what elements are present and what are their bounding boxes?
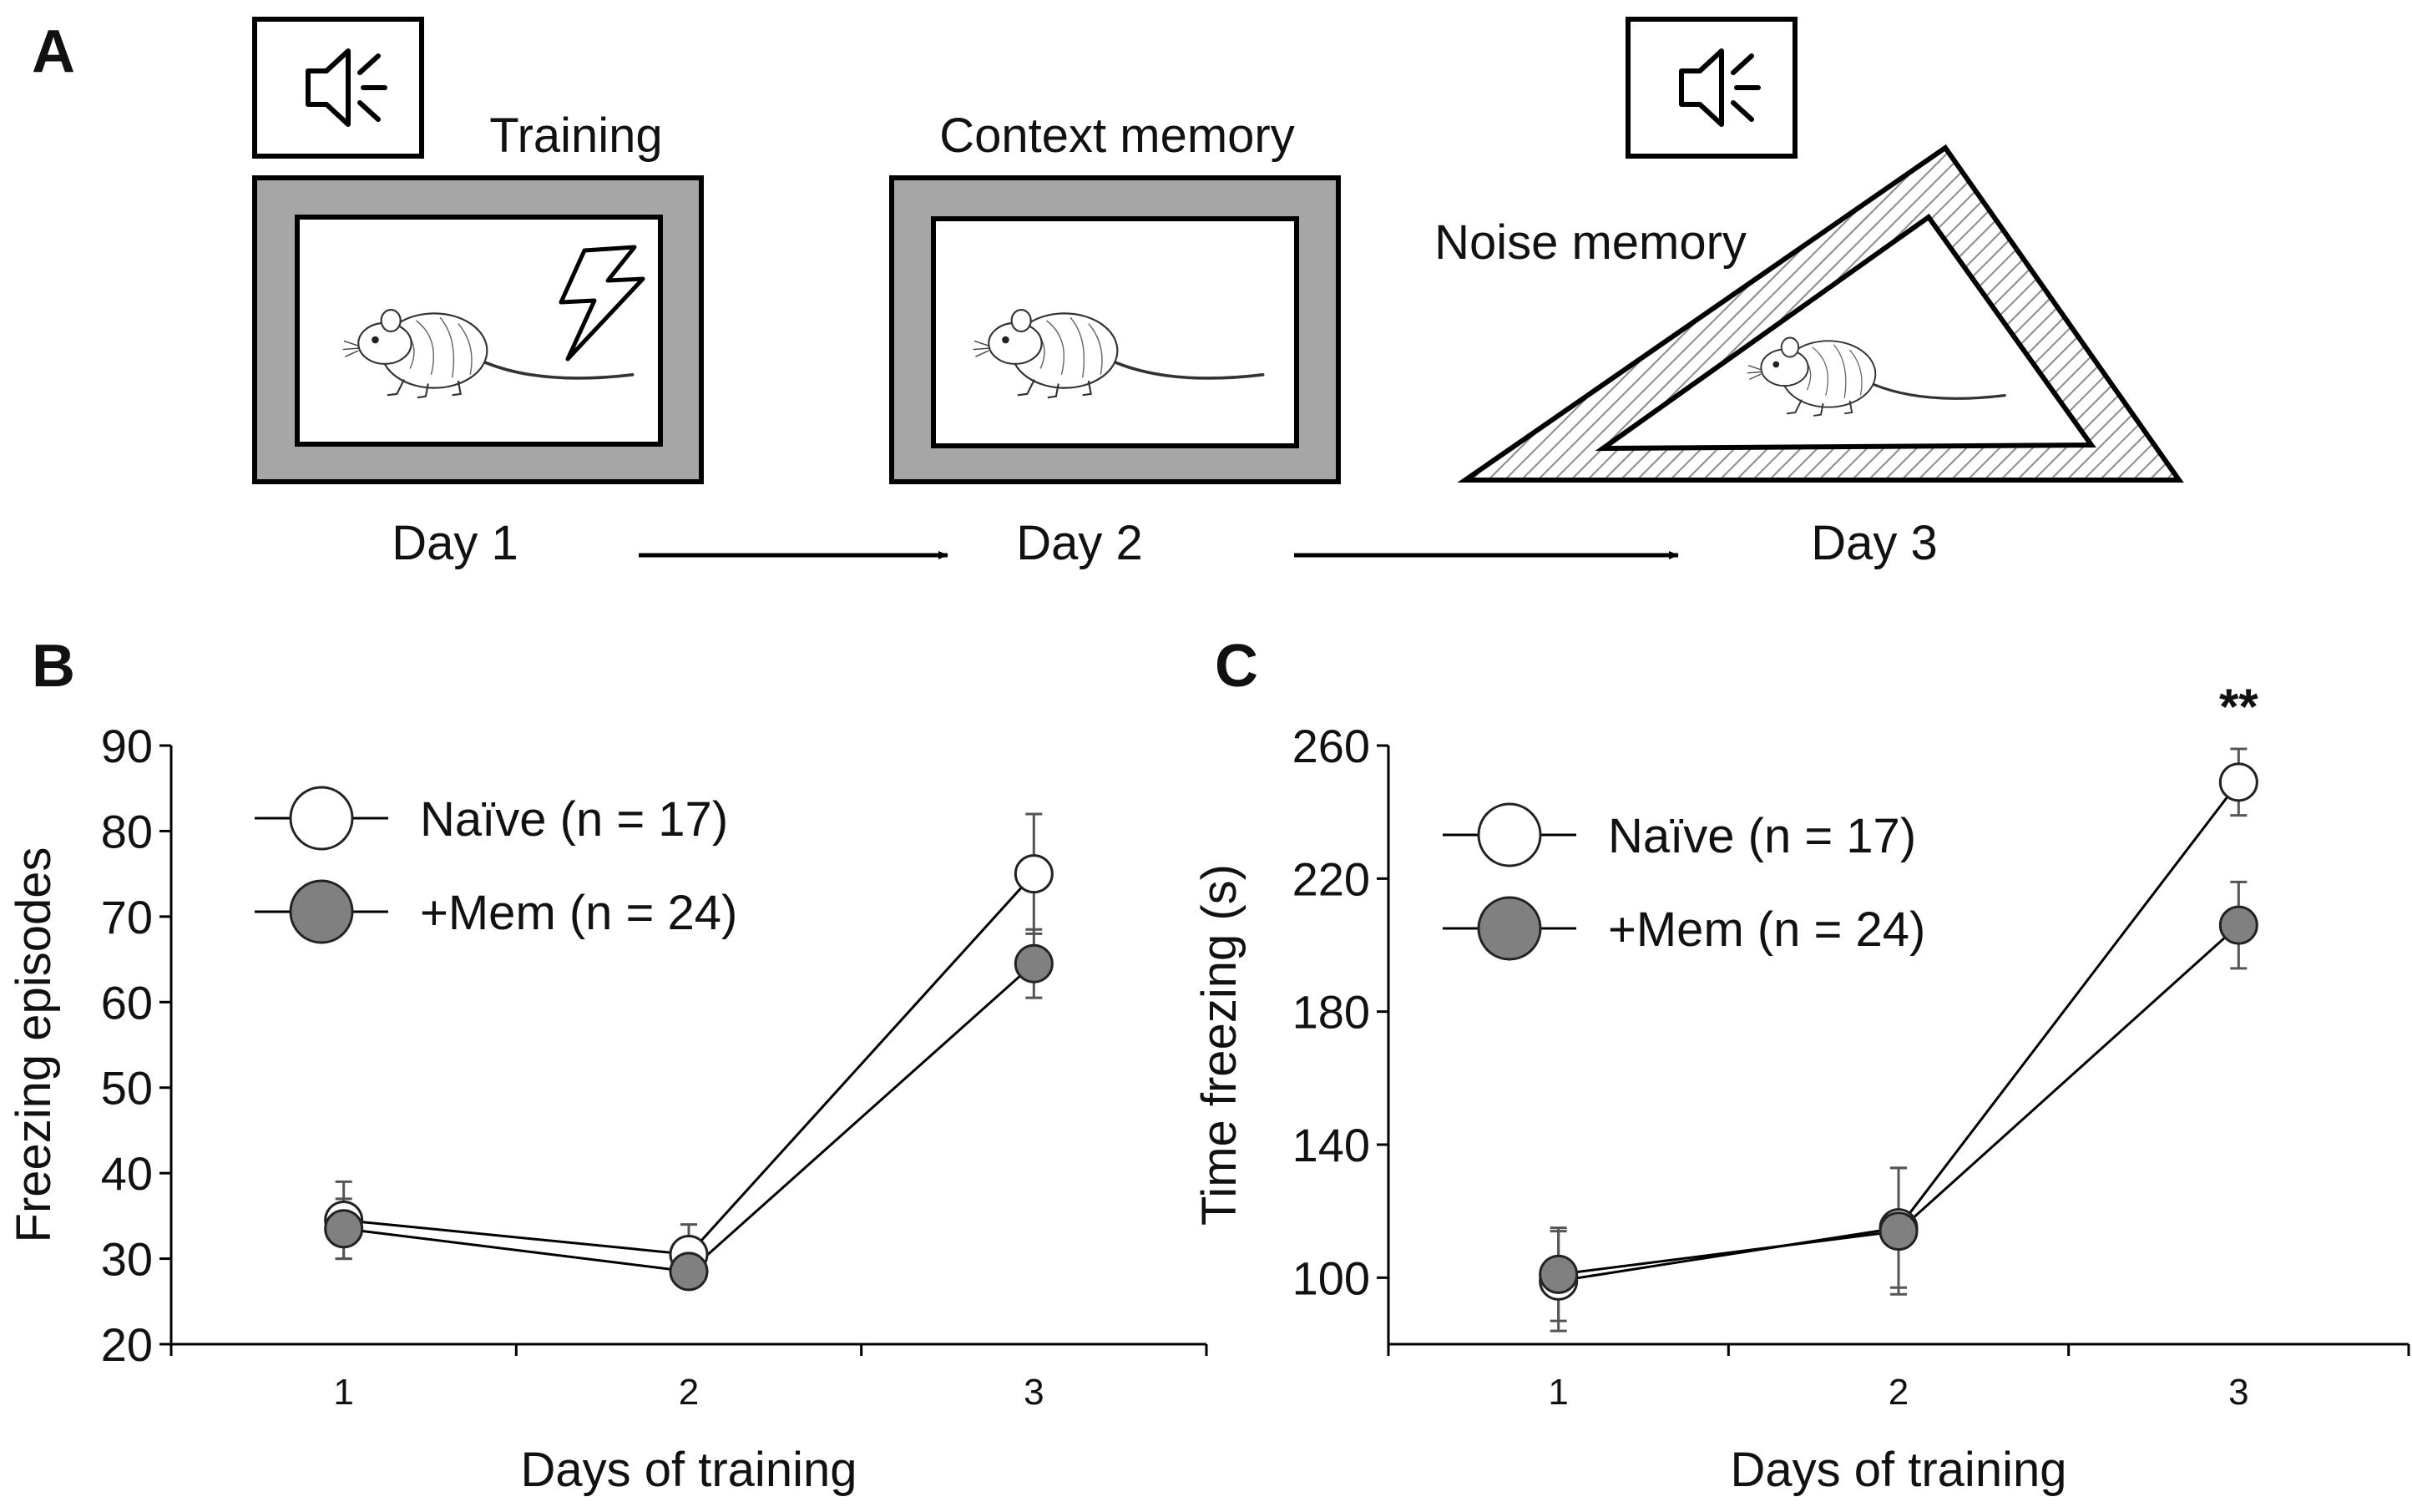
legend-marker [289, 786, 354, 851]
y-tick-label: 90 [101, 720, 153, 772]
day1-label: Day 1 [392, 516, 518, 570]
noise-memory-label: Noise memory [1434, 215, 1747, 270]
data-point [324, 1209, 364, 1249]
panel-a: A Training Day 1 Context memory Day 2 [32, 17, 2184, 570]
y-tick-label: 60 [101, 976, 153, 1029]
data-point [2218, 905, 2258, 945]
y-axis-label: Time freezing (s) [1192, 864, 1246, 1226]
x-tick-label: 2 [679, 1372, 699, 1413]
x-tick-label: 1 [333, 1372, 353, 1413]
y-tick-label: 30 [101, 1233, 153, 1286]
day3-label: Day 3 [1811, 516, 1938, 570]
data-point [1879, 1211, 1919, 1252]
panel-c-label: C [1215, 633, 1258, 700]
y-tick-label: 100 [1292, 1252, 1370, 1304]
legend-marker [289, 879, 354, 944]
y-tick-label: 140 [1292, 1119, 1370, 1171]
panel-a-label: A [32, 18, 75, 85]
data-point [1014, 943, 1054, 984]
y-tick-label: 80 [101, 805, 153, 857]
y-tick-label: 220 [1292, 852, 1370, 905]
y-tick-label: 260 [1292, 720, 1370, 772]
noise-chamber [1457, 144, 2184, 483]
day2-label: Day 2 [1016, 516, 1143, 570]
data-point [2218, 762, 2258, 802]
y-tick-label: 40 [101, 1147, 153, 1200]
x-tick-label: 2 [1889, 1372, 1909, 1413]
x-tick-label: 1 [1548, 1372, 1568, 1413]
x-axis-label: Days of training [1731, 1443, 2067, 1497]
y-tick-label: 50 [101, 1062, 153, 1115]
legend-entry: +Mem (n = 24) [1608, 903, 1925, 957]
legend-marker [1477, 896, 1542, 961]
legend-entry: +Mem (n = 24) [420, 886, 737, 940]
y-tick-label: 20 [101, 1318, 153, 1371]
y-axis-label: Freezing episodes [7, 847, 61, 1243]
context-memory-label: Context memory [939, 109, 1294, 163]
panel-b-label: B [32, 633, 75, 700]
data-point [1014, 854, 1054, 894]
training-label: Training [489, 109, 662, 163]
training-chamber [252, 175, 704, 484]
lightning-bolt-icon [559, 245, 645, 362]
x-axis-label: Days of training [521, 1443, 857, 1497]
significance-annotation: ** [2219, 679, 2258, 735]
x-tick-label: 3 [1024, 1372, 1044, 1413]
y-tick-label: 70 [101, 891, 153, 943]
data-point [669, 1252, 709, 1292]
x-tick-label: 3 [2228, 1372, 2248, 1413]
y-tick-label: 180 [1292, 986, 1370, 1039]
legend-entry: Naïve (n = 17) [420, 792, 728, 847]
speaker-icon [252, 17, 424, 159]
speaker-icon [1626, 17, 1798, 159]
data-point [1539, 1254, 1579, 1294]
legend-entry: Naïve (n = 17) [1608, 809, 1916, 863]
legend-marker [1477, 802, 1542, 867]
context-chamber [889, 175, 1341, 484]
